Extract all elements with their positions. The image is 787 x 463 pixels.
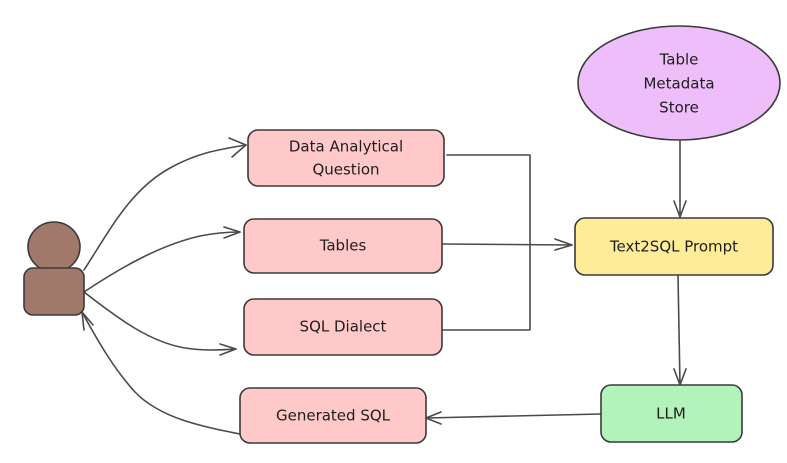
- node-label-line: Text2SQL Prompt: [609, 238, 738, 256]
- node-label-line: Store: [659, 99, 699, 117]
- node-label-line: LLM: [656, 405, 686, 423]
- node-label-line: Metadata: [643, 75, 714, 93]
- edge-generated-to-user: [81, 311, 241, 435]
- node-label-line: Generated SQL: [276, 407, 391, 425]
- user-body-icon: [23, 267, 85, 316]
- edge-user-to-tables: [83, 226, 241, 293]
- node-text2sql-prompt[interactable]: Text2SQL Prompt: [574, 217, 774, 276]
- node-label-line: Tables: [319, 237, 367, 255]
- node-llm[interactable]: LLM: [600, 384, 743, 443]
- edge-question-dialect-bracket: [442, 154, 531, 331]
- edge-user-to-dialect: [83, 291, 237, 356]
- node-label-line: SQL Dialect: [300, 318, 387, 336]
- node-table-metadata-store[interactable]: Table Metadata Store: [577, 25, 781, 141]
- node-label-line: Data Analytical: [289, 138, 403, 156]
- user-actor: [23, 221, 85, 316]
- node-label-line: Table: [659, 51, 699, 69]
- edge-llm-to-generated: [425, 411, 602, 425]
- edge-user-to-question: [83, 137, 247, 271]
- node-label-line: Question: [312, 161, 379, 179]
- edge-prompt-to-llm: [673, 275, 687, 386]
- user-head-icon: [27, 221, 81, 273]
- edge-tables-to-prompt: [442, 238, 573, 251]
- edge-store-to-prompt: [673, 140, 687, 218]
- node-generated-sql[interactable]: Generated SQL: [239, 387, 427, 444]
- node-tables[interactable]: Tables: [243, 218, 443, 274]
- node-data-analytical-question[interactable]: Data Analytical Question: [247, 129, 445, 187]
- node-sql-dialect[interactable]: SQL Dialect: [243, 298, 443, 356]
